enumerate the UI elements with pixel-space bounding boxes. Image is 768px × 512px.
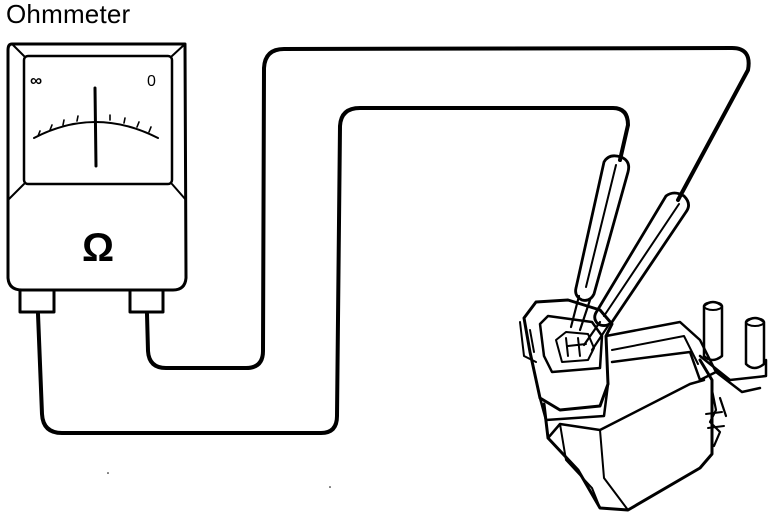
- connector-latch: [519, 321, 537, 363]
- meter-bevel: [7, 43, 187, 201]
- diagram-title: Ohmmeter: [6, 0, 131, 29]
- meter-terminal-right: [128, 289, 165, 314]
- component-body-facets: [559, 423, 629, 511]
- harness-wire: [708, 388, 728, 448]
- lead-wire-1: [36, 106, 630, 435]
- harness-clips: [705, 411, 725, 429]
- speck-1: [107, 472, 109, 474]
- test-probes: [569, 154, 690, 352]
- print-specks: [107, 472, 331, 488]
- ohmmeter: ∞ 0 Ω: [6, 42, 188, 314]
- terminal-post-1-top: [703, 301, 723, 311]
- probe-1-body: [574, 154, 631, 302]
- terminal-base: [698, 354, 768, 394]
- connector-pins-recess: [555, 331, 595, 363]
- connector-skirt: [538, 382, 610, 422]
- connector-pins: [565, 337, 587, 357]
- component-body: [542, 358, 714, 512]
- connector-housing: [522, 298, 614, 412]
- test-leads: [36, 46, 751, 435]
- probe-1-highlight: [585, 164, 617, 288]
- meter-terminal-left: [18, 289, 56, 314]
- terminal-post-2-top: [745, 317, 765, 327]
- scale-infinity-label: ∞: [30, 71, 42, 90]
- probe-2-tip: [582, 320, 610, 352]
- dial-window: [22, 54, 174, 186]
- dial-ticks: [37, 114, 152, 137]
- speck-2: [329, 486, 331, 488]
- mounting-bracket-rib: [611, 335, 699, 365]
- ohm-symbol: Ω: [82, 226, 114, 270]
- meter-casing: [6, 42, 188, 292]
- component-under-test: [519, 298, 768, 512]
- dial-needle: [93, 86, 98, 168]
- mounting-bracket: [604, 320, 718, 382]
- scale-zero-label: 0: [147, 73, 156, 90]
- probe-2-highlight: [603, 203, 680, 317]
- lead-wire-2: [145, 46, 751, 370]
- connector-socket: [538, 314, 604, 374]
